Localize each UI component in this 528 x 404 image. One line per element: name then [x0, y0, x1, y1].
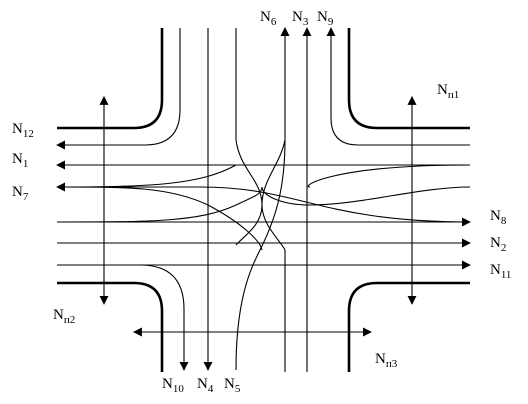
weave-main-3: [56, 186, 263, 223]
label-n6: N6: [260, 9, 277, 28]
label-n2: N2: [490, 235, 507, 254]
weave-left-top: [56, 164, 237, 188]
road-edges: [57, 28, 470, 372]
label-n1: N1: [12, 151, 29, 170]
weave-main-2: [261, 204, 286, 251]
label-n5: N5: [224, 376, 241, 395]
flow-n6-line: [235, 27, 290, 371]
label-np2: Nп2: [53, 307, 76, 326]
label-n10: N10: [162, 376, 184, 395]
weave-right-top: [285, 165, 470, 187]
curb-bottom-left: [57, 281, 164, 372]
label-n11: N11: [490, 262, 512, 281]
flow-curve-upper-right: [262, 187, 470, 250]
flow-n6: [280, 27, 290, 37]
weave-main-6: [261, 139, 286, 206]
flow-n12: [56, 28, 181, 150]
weave-main-4: [261, 186, 471, 206]
weave-main-5: [235, 204, 263, 246]
weave-main-1: [235, 139, 263, 206]
label-n4: N4: [197, 376, 214, 395]
label-n12: N12: [12, 121, 34, 140]
label-n8: N8: [490, 208, 507, 227]
label-n9: N9: [317, 9, 334, 28]
flow-curve-upper-left: [56, 186, 263, 251]
label-np3: Nп3: [375, 351, 398, 370]
curb-top-left: [57, 28, 164, 130]
curb-top-right: [347, 28, 470, 130]
label-n3: N3: [292, 9, 309, 28]
flow-n10: [57, 264, 189, 371]
curb-bottom-right: [347, 281, 470, 372]
flow-n5-curve: [236, 237, 285, 370]
flow-n11: [57, 265, 470, 372]
label-n7: N7: [12, 184, 29, 203]
flow-n7-curve-a: [307, 164, 471, 188]
label-np1: Nп1: [437, 82, 460, 101]
flow-n9: [326, 27, 470, 146]
